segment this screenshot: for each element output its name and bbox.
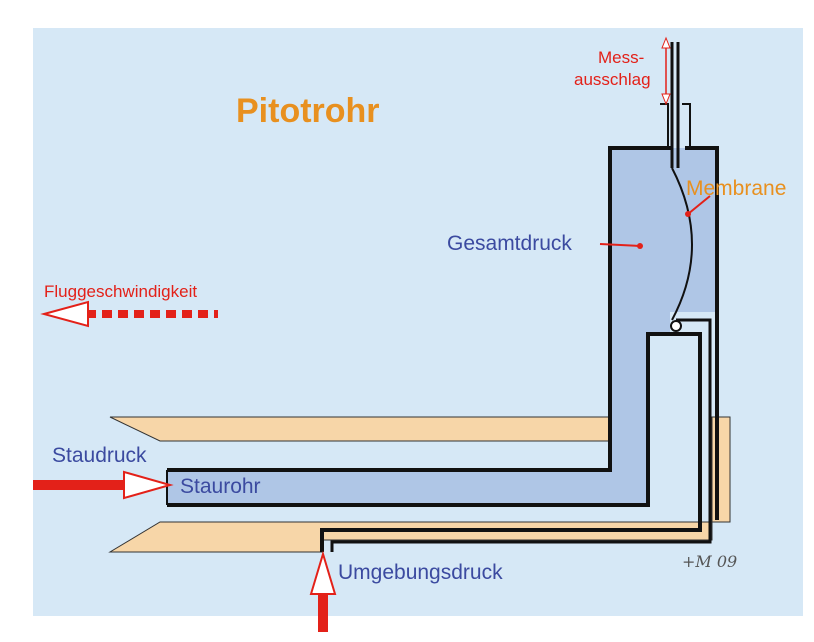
outer-wall-bottom [108,416,731,553]
label-umgebungsdruck: Umgebungsdruck [338,561,503,584]
diagram-title: Pitotrohr [236,92,380,130]
membrane-pointer [687,195,711,215]
label-fluggeschwindigkeit: Fluggeschwindigkeit [44,282,198,301]
membrane-pivot [670,320,682,332]
membrane-curve [671,167,693,321]
deflection-arrowhead-bottom [661,93,671,106]
staudruck-arrowhead [123,470,174,500]
staudruck-arrow-shaft [33,480,125,490]
signature: +M 09 [682,552,738,571]
label-membrane: Membrane [686,177,787,200]
gesamtdruck-pointer [599,243,641,247]
tube-wall-inner [167,332,702,552]
membrane-dot [685,211,691,217]
tube-wall-outer [167,146,719,520]
umgebungsdruck-arrow-shaft [318,592,328,632]
label-ausschlag: ausschlag [574,70,651,89]
outer-wall-top [109,416,613,442]
label-staudruck: Staudruck [52,444,147,467]
gesamtdruck-dot [637,243,643,249]
indicator-rod [670,42,680,168]
label-mess: Mess- [598,48,645,67]
label-gesamtdruck: Gesamtdruck [447,232,572,255]
label-staurohr: Staurohr [180,475,261,498]
rod-guide [660,103,691,148]
deflection-arrowhead-top [661,36,671,49]
static-line [330,318,712,552]
staurohr-tube [167,148,717,505]
umgebungsdruck-arrowhead [309,550,337,595]
flight-speed-arrowhead [40,300,89,328]
